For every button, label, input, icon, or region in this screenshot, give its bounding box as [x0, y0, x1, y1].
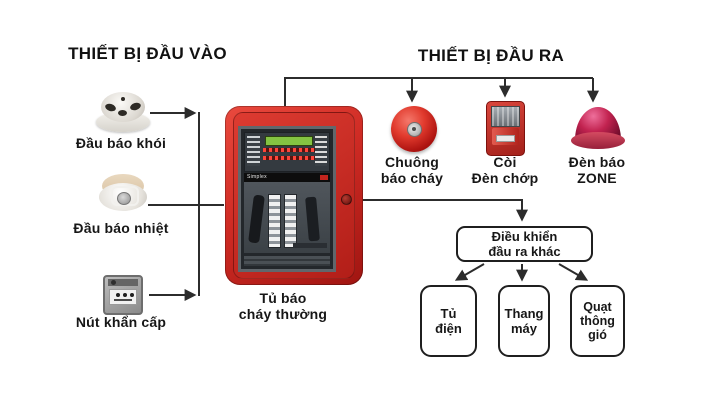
- output-section-title: THIẾT BỊ ĐẦU RA: [417, 46, 565, 65]
- horn-strobe-label: Còi Đèn chớp: [471, 154, 539, 186]
- wire-control-to-cabinet: [454, 263, 485, 281]
- zone-lamp-icon: [571, 106, 625, 149]
- panel-lcd-display: [265, 136, 313, 146]
- input-section-title: THIẾT BỊ ĐẦU VÀO: [68, 44, 227, 63]
- zone-lamp-label: Đèn báo ZONE: [568, 154, 626, 186]
- smoke-detector-label: Đầu báo khói: [75, 135, 167, 151]
- panel-lock-icon: [341, 194, 352, 205]
- heat-detector-icon: [98, 174, 148, 220]
- panel-brand-strip: Simplex: [244, 173, 330, 182]
- panel-keypad: [315, 136, 327, 166]
- electrical-cabinet-box: Tủ điện: [420, 285, 477, 357]
- fire-alarm-panel-icon: Simplex: [225, 106, 363, 285]
- other-output-control-box: Điều khiển đầu ra khác: [456, 226, 593, 262]
- wire-control-to-fan: [558, 263, 589, 281]
- panel-led-row: [263, 156, 315, 160]
- elevator-box: Thang máy: [498, 285, 550, 357]
- panel-led-row: [263, 148, 315, 152]
- wire-panel-to-output-bus: [284, 77, 593, 106]
- fire-bell-label: Chuông báo cháy: [380, 154, 444, 186]
- emergency-button-icon: [103, 275, 143, 315]
- wire-panel-to-control: [363, 199, 528, 222]
- panel-label: Tủ báo cháy thường: [238, 290, 328, 322]
- smoke-detector-icon: [94, 92, 152, 132]
- heat-detector-label: Đầu báo nhiệt: [73, 220, 169, 236]
- emergency-button-label: Nút khẩn cấp: [75, 314, 167, 330]
- horn-strobe-icon: [486, 101, 525, 156]
- ventilation-fan-box: Quạt thông gió: [570, 285, 625, 357]
- fire-bell-icon: [391, 106, 437, 152]
- panel-brand: Simplex: [247, 174, 267, 180]
